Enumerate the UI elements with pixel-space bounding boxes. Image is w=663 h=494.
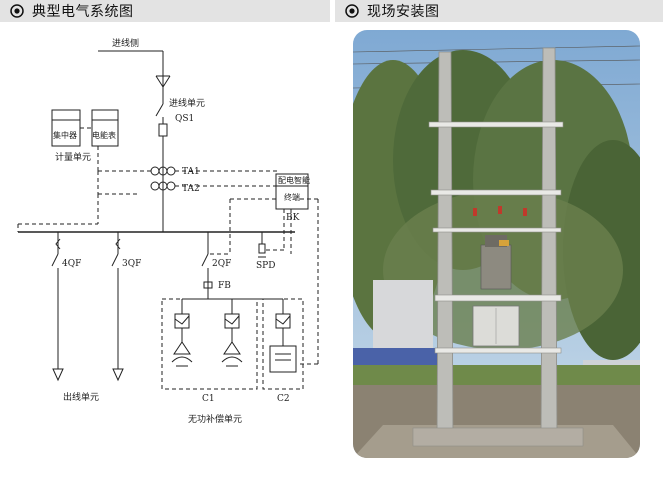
label-qs1: QS1: [175, 114, 194, 124]
distribution-terminal-box: [275, 173, 309, 210]
electrical-system-diagram: 进线侧 进线单元 QS1 集中器 电能表 计量单元 TA1 TA2 配电智能 终…: [17, 37, 319, 425]
label-c2: C2: [277, 394, 290, 404]
label-outgoing-unit: 出线单元: [63, 391, 99, 403]
label-spd: SPD: [256, 261, 275, 271]
label-dist-terminal-2: 终端: [284, 192, 300, 202]
label-energy-meter: 电能表: [92, 130, 116, 140]
double-circle-bullet-icon: [345, 4, 359, 18]
double-circle-bullet-icon: [10, 4, 24, 18]
label-bk: BK: [286, 213, 300, 223]
qs1-fuse: [158, 123, 168, 137]
label-dist-terminal-1: 配电智能: [278, 175, 310, 185]
label-ta2: TA2: [182, 184, 200, 194]
label-ta1: TA1: [182, 167, 200, 177]
label-3qf: 3QF: [122, 259, 141, 269]
transformer: [480, 235, 512, 290]
concentrator-box: [51, 109, 81, 147]
ta1-ct: [150, 166, 160, 176]
label-incoming-line: 进线侧: [112, 37, 139, 49]
label-metering-unit: 计量单元: [55, 151, 91, 163]
concrete-poles: [436, 47, 558, 439]
pole-mounted-transformer-photo: [353, 30, 640, 458]
energy-meter-box: [91, 109, 119, 147]
qs1-switch: [155, 103, 164, 117]
label-reactive-comp-unit: 无功补偿单元: [188, 413, 242, 425]
section-header-right: 现场安装图: [335, 0, 663, 22]
label-fb: FB: [218, 281, 231, 291]
ta2-ct: [150, 181, 160, 191]
section-title-left: 典型电气系统图: [32, 4, 134, 20]
section-title-right: 现场安装图: [367, 4, 440, 20]
label-concentrator: 集中器: [53, 130, 77, 140]
label-c1: C1: [202, 394, 215, 404]
label-incoming-unit: 进线单元: [169, 97, 205, 109]
label-2qf: 2QF: [212, 259, 231, 269]
label-4qf: 4QF: [62, 259, 81, 269]
section-header-left: 典型电气系统图: [0, 0, 330, 22]
